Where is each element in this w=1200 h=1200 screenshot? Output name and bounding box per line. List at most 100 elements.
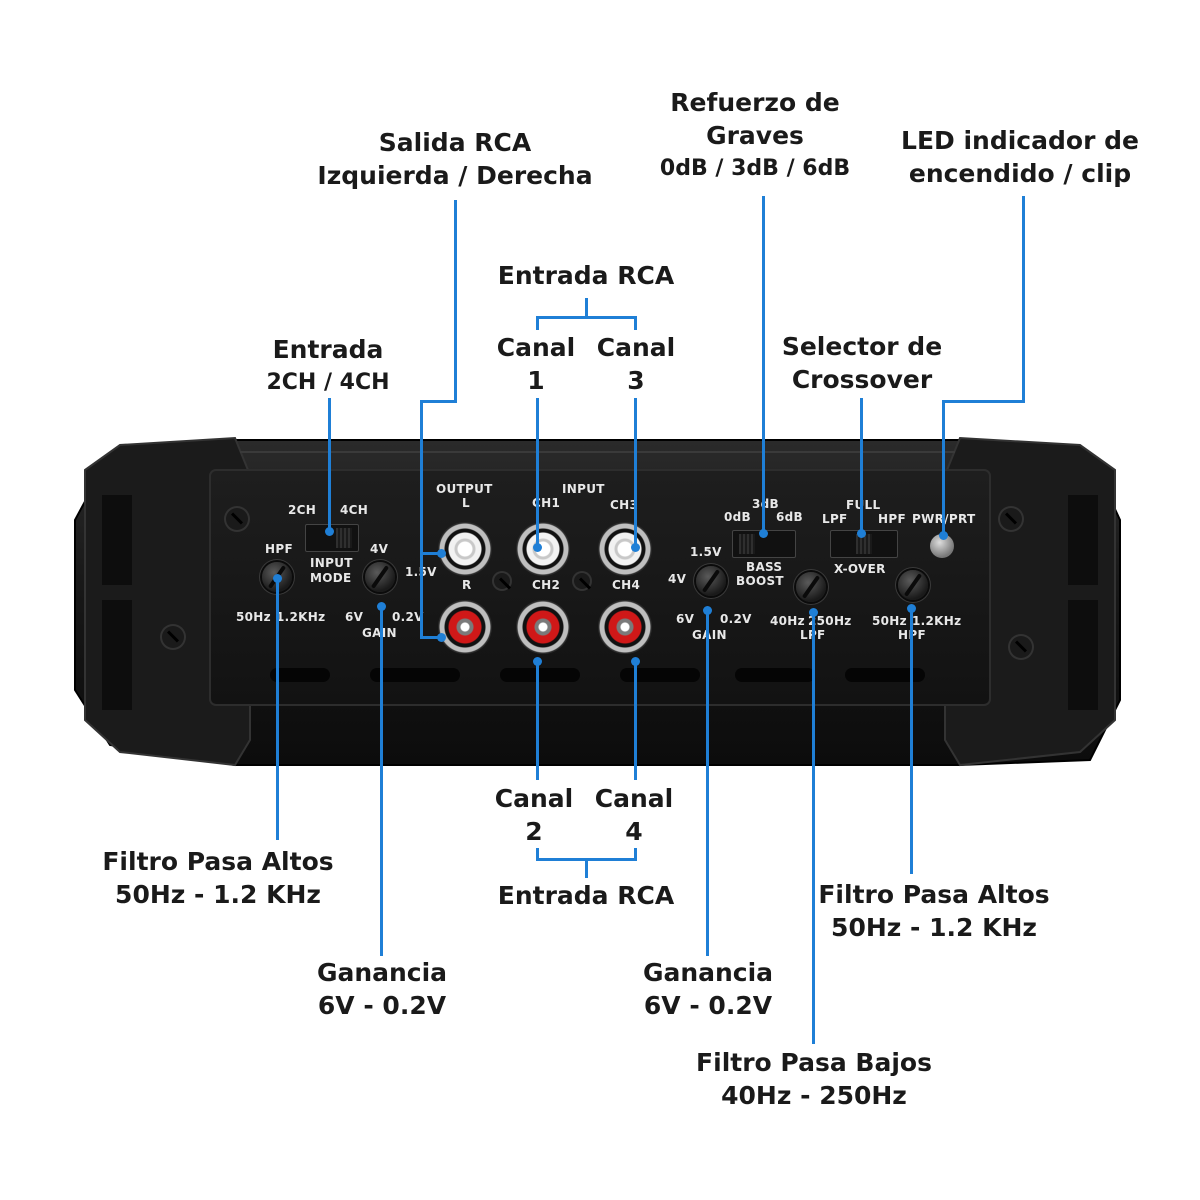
ch4-text: CH4 bbox=[612, 578, 641, 592]
callout-canal3-dot bbox=[631, 543, 640, 552]
label-salida-line2: Izquierda / Derecha bbox=[317, 161, 593, 190]
label-canal1-line1: Canal bbox=[496, 333, 576, 362]
output-l-text: L bbox=[462, 496, 470, 510]
callout-hpf-right-dot bbox=[907, 604, 916, 613]
label-ganancia-right: Ganancia 6V - 0.2V bbox=[626, 956, 790, 1022]
label-entrada-mode-line2: 2CH / 4CH bbox=[266, 370, 390, 395]
callout-salida-h2 bbox=[420, 552, 442, 555]
callout-canal4 bbox=[634, 660, 637, 780]
callout-entrada-mode-dot bbox=[325, 527, 334, 536]
label-filtro-alto-right: Filtro Pasa Altos 50Hz - 1.2 KHz bbox=[816, 878, 1052, 944]
label-refuerzo: Refuerzo de Graves 0dB / 3dB / 6dB bbox=[640, 86, 870, 185]
gain-left-knob[interactable] bbox=[365, 562, 395, 592]
label-ganancia-right-line2: 6V - 0.2V bbox=[643, 991, 773, 1020]
callout-led-v2 bbox=[942, 400, 945, 534]
callout-refuerzo-dot bbox=[759, 529, 768, 538]
rca-output-right[interactable] bbox=[438, 600, 492, 654]
label-entrada-mode: Entrada 2CH / 4CH bbox=[238, 333, 418, 399]
hpf-right-max: 1.2KHz bbox=[912, 614, 962, 628]
bass-boost-text-2: BOOST bbox=[736, 574, 784, 588]
xover-text: X-OVER bbox=[834, 562, 886, 576]
label-filtro-bajo-line1: Filtro Pasa Bajos bbox=[696, 1048, 932, 1077]
screw-bottom-left bbox=[162, 626, 184, 648]
output-r-text: R bbox=[462, 578, 472, 592]
callout-led-dot bbox=[939, 531, 948, 540]
label-canal2-line1: Canal bbox=[494, 784, 574, 813]
callout-canal1 bbox=[536, 398, 539, 546]
callout-entrada-bot-stem bbox=[585, 858, 588, 878]
gain-right-text: GAIN bbox=[692, 628, 727, 642]
lpf-min: 40Hz bbox=[770, 614, 805, 628]
gain-left-6v: 6V bbox=[345, 610, 364, 624]
rca-ch2[interactable] bbox=[516, 600, 570, 654]
callout-selector bbox=[860, 398, 863, 532]
callout-entrada-mode bbox=[328, 398, 331, 530]
label-led: LED indicador de encendido / clip bbox=[890, 124, 1150, 190]
lpf-switch-text: LPF bbox=[822, 512, 848, 526]
callout-hpf-left-dot bbox=[273, 574, 282, 583]
label-canal3-line2: 3 bbox=[627, 366, 645, 395]
ch2-text: CH2 bbox=[532, 578, 561, 592]
callout-canal4-dot bbox=[631, 657, 640, 666]
callout-salida-v1 bbox=[454, 200, 457, 402]
label-filtro-alto-left-line2: 50Hz - 1.2 KHz bbox=[115, 880, 321, 909]
callout-salida-h3 bbox=[420, 636, 442, 639]
bass-0db-text: 0dB bbox=[724, 510, 751, 524]
callout-gain-left bbox=[380, 606, 383, 956]
callout-selector-dot bbox=[857, 529, 866, 538]
label-canal3: Canal 3 bbox=[586, 331, 686, 397]
gain-right-02v: 0.2V bbox=[720, 612, 752, 626]
input-text: INPUT bbox=[562, 482, 605, 496]
callout-entrada-top-l bbox=[536, 316, 539, 330]
label-filtro-bajo-line2: 40Hz - 250Hz bbox=[721, 1081, 907, 1110]
ch3-text: CH3 bbox=[610, 498, 639, 512]
callout-gain-right bbox=[706, 610, 709, 956]
rca-output-left[interactable] bbox=[438, 522, 492, 576]
callout-entrada-bot-r bbox=[634, 848, 637, 860]
label-canal4-line1: Canal bbox=[594, 784, 674, 813]
screw-mid-1 bbox=[494, 573, 510, 589]
label-ganancia-right-line1: Ganancia bbox=[642, 958, 774, 987]
label-canal2-line2: 2 bbox=[525, 817, 543, 846]
input-mode-switch[interactable] bbox=[305, 524, 359, 552]
label-ganancia-left-line2: 6V - 0.2V bbox=[317, 991, 447, 1020]
label-salida-line1: Salida RCA bbox=[378, 128, 532, 157]
callout-entrada-top-stem bbox=[585, 298, 588, 318]
label-entrada-rca-bottom: Entrada RCA bbox=[497, 881, 675, 910]
mode-4ch-text: 4CH bbox=[340, 503, 369, 517]
label-refuerzo-line1: Refuerzo de bbox=[670, 88, 840, 117]
screw-mid-2 bbox=[574, 573, 590, 589]
full-text: FULL bbox=[846, 498, 881, 512]
lpf-knob[interactable] bbox=[796, 572, 826, 602]
bass-boost-text: BASS bbox=[746, 560, 783, 574]
output-text: OUTPUT bbox=[436, 482, 493, 496]
gain-left-4v: 4V bbox=[370, 542, 389, 556]
label-salida-rca: Salida RCA Izquierda / Derecha bbox=[300, 126, 610, 192]
hpf-switch-text: HPF bbox=[878, 512, 906, 526]
label-refuerzo-line3: 0dB / 3dB / 6dB bbox=[659, 156, 851, 181]
callout-salida-v2 bbox=[420, 400, 423, 638]
callout-canal2 bbox=[536, 660, 539, 780]
label-selector-line1: Selector de bbox=[781, 332, 943, 361]
callout-entrada-top-r bbox=[634, 316, 637, 330]
label-ganancia-left: Ganancia 6V - 0.2V bbox=[300, 956, 464, 1022]
hpf-left-min: 50Hz bbox=[236, 610, 271, 624]
label-led-line1: LED indicador de bbox=[901, 126, 1139, 155]
screw-top-right bbox=[1000, 508, 1022, 530]
gain-left-text: GAIN bbox=[362, 626, 397, 640]
input-mode-text: INPUT bbox=[310, 556, 353, 570]
callout-entrada-top-h bbox=[536, 316, 636, 319]
callout-gain-right-dot bbox=[703, 606, 712, 615]
label-selector-line2: Crossover bbox=[791, 365, 933, 394]
rca-ch1[interactable] bbox=[516, 522, 570, 576]
label-led-line2: encendido / clip bbox=[908, 159, 1132, 188]
label-canal4-line2: 4 bbox=[625, 817, 643, 846]
gain-right-knob[interactable] bbox=[696, 566, 726, 596]
callout-salida-h1 bbox=[420, 400, 457, 403]
rca-ch4[interactable] bbox=[598, 600, 652, 654]
hpf-right-knob[interactable] bbox=[898, 570, 928, 600]
label-canal3-line1: Canal bbox=[596, 333, 676, 362]
input-mode-text-2: MODE bbox=[310, 571, 352, 585]
rca-ch3[interactable] bbox=[598, 522, 652, 576]
